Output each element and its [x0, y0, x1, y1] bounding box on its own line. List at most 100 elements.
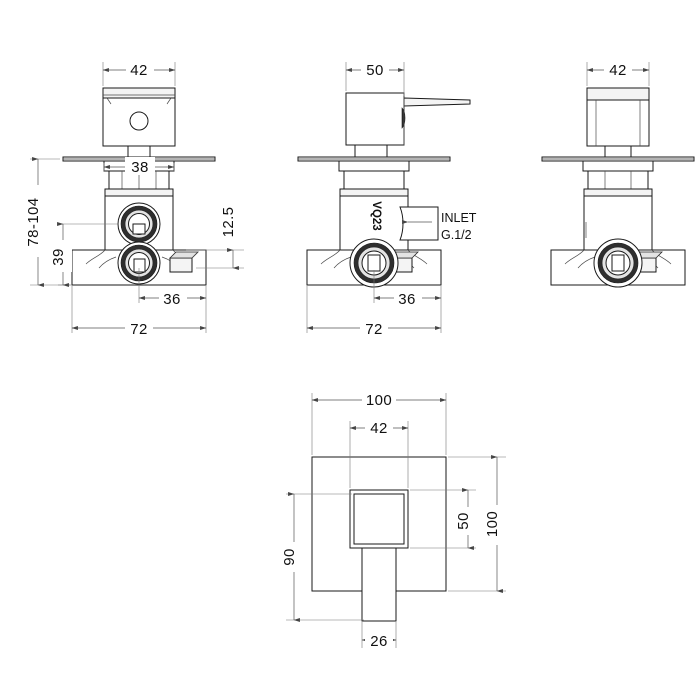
v2-handle-stem — [354, 144, 388, 158]
v1-handle-cap — [102, 87, 176, 99]
v1-nipple-edge — [191, 251, 199, 259]
dimension-v2-d72: 72 — [306, 286, 442, 338]
v1-d42-label: 42 — [130, 62, 148, 79]
view-side-lever: VQ23 INLET G.1/2 50 36 7 — [297, 59, 477, 338]
v4-d100h-text-bg — [488, 505, 506, 545]
v3-handle-stem — [604, 145, 632, 159]
v2-thread-size-label: G.1/2 — [441, 228, 472, 242]
v2-flange-collar — [338, 160, 410, 172]
v2-thread-shoulder — [339, 188, 409, 197]
dimension-v4-d100-w: 100 — [311, 389, 447, 455]
v3-thread-section — [583, 170, 653, 197]
dimension-v2-d50: 50 — [345, 59, 405, 96]
v3-wall-flange — [541, 156, 695, 172]
v1-d72-label: 72 — [130, 321, 148, 338]
dimension-v1-d36: 36 — [138, 268, 207, 308]
dimension-v4-d100-h: 100 — [448, 454, 506, 594]
v1-thread-shoulder — [104, 188, 174, 197]
v1-d38-text-bg — [125, 157, 155, 175]
v1-d72-text-bg — [125, 318, 153, 336]
v4-d50-label: 50 — [455, 512, 472, 530]
dimension-v2-d36: 36 — [373, 270, 442, 308]
v4-d100-width-label: 100 — [366, 392, 392, 409]
v1-handle-chamfer-left — [106, 97, 112, 105]
dimension-v1-d39: 39 — [50, 221, 118, 288]
dimension-v1-d38: 38 — [103, 157, 175, 176]
v3-keyway — [611, 254, 625, 272]
v4-d50-text-bg — [459, 507, 477, 535]
v2-wall-flange — [297, 156, 451, 172]
v1-handle-indicator-circle — [129, 111, 149, 131]
v4-d90-text-bg — [285, 542, 303, 572]
v4-d100w-text-bg — [362, 389, 396, 407]
v2-thread-section — [339, 170, 409, 197]
dimension-v4-d50: 50 — [410, 487, 477, 551]
v1-d36-text-bg — [159, 288, 187, 306]
view-plan: 100 42 100 50 — [281, 389, 506, 650]
v1-thread-section — [104, 170, 174, 197]
v4-d100-height-label: 100 — [484, 511, 501, 537]
v3-outlet-port — [593, 238, 643, 288]
v3-handle-assembly — [586, 87, 650, 147]
v1-outlet-port-lower — [117, 241, 161, 285]
v2-arm-right-upper — [407, 249, 428, 265]
v2-lever-assembly — [345, 92, 471, 146]
v2-inlet-boss — [399, 206, 439, 241]
v1-lower-keyway — [133, 258, 146, 273]
v2-lever-pivot-mark — [401, 107, 406, 129]
v2-body-marking-label: VQ23 — [370, 201, 382, 230]
v2-thread-body — [343, 170, 405, 190]
v1-nipple-body — [169, 257, 193, 273]
v1-d125-text-bg — [224, 198, 242, 244]
v1-handle-assembly — [102, 87, 176, 147]
v1-upper-keyway — [132, 223, 146, 235]
v4-d42-text-bg — [365, 417, 393, 435]
v4-d26-label: 26 — [370, 633, 388, 650]
view-front-left: 42 38 78-104 39 — [25, 59, 244, 338]
v2-d72-text-bg — [360, 318, 388, 336]
view-rear: 42 — [541, 59, 695, 288]
v1-handle-chamfer-right — [166, 97, 172, 105]
v3-arm-right-upper — [651, 249, 672, 265]
v2-lever-block — [345, 92, 405, 146]
v1-arm-left-upper — [85, 249, 106, 265]
v2-arm-left-lower — [333, 256, 352, 269]
v3-thread-shoulder — [583, 188, 653, 197]
v2-d50-label: 50 — [366, 62, 384, 79]
v3-arm-left-lower — [577, 256, 596, 269]
v3-handle-cap — [586, 87, 650, 101]
v1-outlet-port-upper — [117, 202, 161, 246]
v2-d72-label: 72 — [365, 321, 383, 338]
v1-side-nipple — [169, 251, 199, 273]
v4-outlet-stem — [361, 547, 397, 622]
v1-d39-text-bg — [54, 240, 72, 272]
v2-d36-text-bg — [394, 288, 422, 306]
v2-d50-text-bg — [361, 59, 389, 77]
dimension-v1-d42: 42 — [102, 59, 176, 86]
v1-d36-label: 36 — [163, 291, 181, 308]
dimension-v4-d90: 90 — [281, 491, 364, 623]
v2-lever-arm — [403, 97, 471, 107]
v1-d12-5-label: 12.5 — [220, 207, 237, 238]
v1-d38-label: 38 — [131, 159, 149, 176]
v2-arm-left-upper — [320, 249, 341, 265]
v4-d26-text-bg — [365, 630, 393, 648]
v2-outlet-port — [349, 238, 399, 288]
dimension-v4-d42: 42 — [349, 417, 409, 488]
v3-arm-left-upper — [564, 249, 585, 265]
v2-keyway — [367, 254, 381, 272]
v3-flange-collar — [582, 160, 654, 172]
dimension-v1-d78-104: 78-104 — [25, 156, 70, 288]
v1-handle-stem — [127, 145, 151, 159]
dimension-v1-d12-5: 12.5 — [186, 198, 244, 271]
v3-d42-label: 42 — [609, 62, 627, 79]
v1-arm-left-lower — [98, 256, 117, 269]
v1-d39-label: 39 — [50, 248, 67, 266]
v2-d36-label: 36 — [398, 291, 416, 308]
v3-d42-text-bg — [604, 59, 632, 77]
v4-d90-label: 90 — [281, 548, 298, 566]
v1-d78-104-label: 78-104 — [25, 197, 42, 246]
v2-inlet-label: INLET — [441, 211, 477, 225]
